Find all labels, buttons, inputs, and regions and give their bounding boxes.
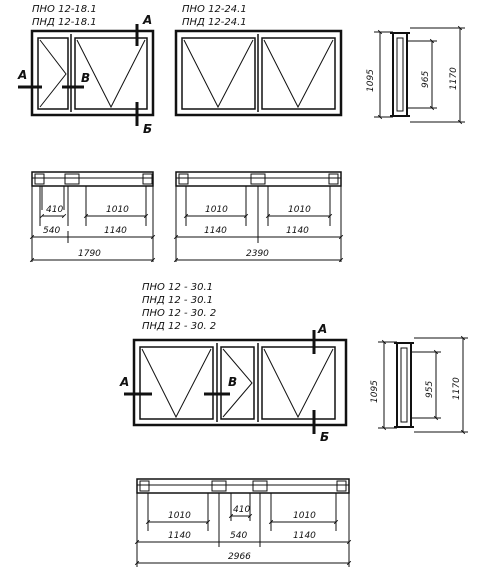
type-label: ПНО 12 - 30. 2 (142, 308, 216, 319)
section-cut-marks: А А В Б (17, 13, 152, 136)
dim-label: 410 (46, 205, 63, 215)
window-elevation (30, 29, 155, 117)
dim-label: 1170 (449, 67, 459, 90)
dim-label: 1010 (168, 511, 191, 521)
section-mark-b: Б (320, 430, 329, 444)
dim-label: 1140 (104, 226, 127, 236)
section-mark-a: А (17, 68, 27, 82)
type-label: ПНО 12 - 30.1 (142, 282, 213, 293)
dim-label: 1095 (370, 380, 380, 403)
dim-label: 965 (421, 71, 431, 88)
dim-label: 2966 (228, 552, 251, 562)
section-mark-v: В (228, 375, 237, 389)
section-view-2: 1095 955 1170 (370, 335, 468, 435)
dim-label: 540 (43, 226, 60, 236)
type-label: ПНД 12-24.1 (182, 17, 247, 28)
window-elevation (174, 29, 343, 117)
plan-dimensions: 1010 410 1010 1140 540 1140 2966 (134, 493, 352, 567)
window-group-3: ПНО 12 - 30.1 ПНД 12 - 30.1 ПНО 12 - 30.… (119, 282, 352, 567)
dim-label: 2390 (246, 249, 269, 259)
dim-label: 1170 (452, 377, 462, 400)
dim-label: 540 (230, 531, 247, 541)
type-label: ПНО 12-24.1 (182, 4, 247, 15)
section-view-1: 1095 965 1170 (366, 25, 465, 125)
dim-label: 1010 (293, 511, 316, 521)
section-mark-b: Б (143, 122, 152, 136)
dim-label: 1140 (293, 531, 316, 541)
type-label: ПНО 12-18.1 (32, 4, 97, 15)
section-mark-a: А (119, 375, 129, 389)
section-mark-a: А (317, 322, 327, 336)
dim-label: 410 (233, 505, 250, 515)
plan-dimensions: 410 1010 540 1140 1790 (29, 186, 156, 263)
window-elevation (132, 338, 348, 427)
plan-dimensions: 1010 1010 1140 1140 2390 (173, 186, 344, 263)
window-group-2: ПНО 12-24.1 ПНД 12-24.1 1010 (173, 4, 344, 263)
type-label: ПНД 12 - 30.1 (142, 295, 213, 306)
dim-label: 1010 (106, 205, 129, 215)
dim-label: 1140 (286, 226, 309, 236)
dim-label: 955 (425, 381, 435, 398)
dim-label: 1790 (78, 249, 101, 259)
dim-label: 1010 (205, 205, 228, 215)
dim-label: 1095 (366, 69, 376, 92)
window-plan (136, 478, 350, 494)
window-plan (175, 171, 342, 187)
section-cut-marks: А А В Б (119, 322, 329, 444)
dim-label: 1010 (288, 205, 311, 215)
section-mark-v: В (81, 71, 90, 85)
window-plan (31, 171, 154, 187)
dim-label: 1140 (204, 226, 227, 236)
section-mark-a: А (142, 13, 152, 27)
window-group-1: ПНО 12-18.1 ПНД 12-18.1 А А В Б (17, 4, 156, 263)
type-label: ПНД 12 - 30. 2 (142, 321, 216, 332)
type-label: ПНД 12-18.1 (32, 17, 97, 28)
dim-label: 1140 (168, 531, 191, 541)
